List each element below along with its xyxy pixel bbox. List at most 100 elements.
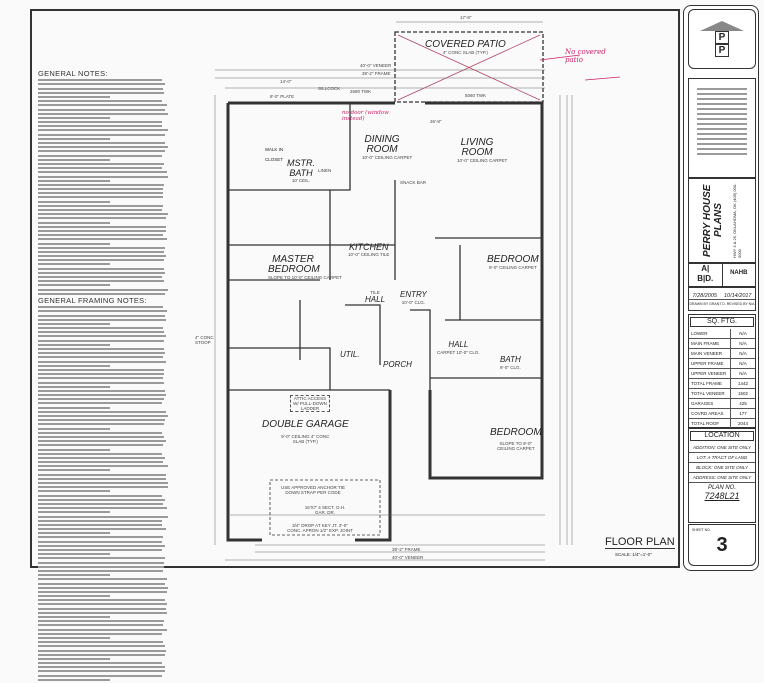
location-row: BLOCK: ONE SITE ONLY: [689, 463, 755, 473]
dim-top: 14'-0": [280, 79, 291, 84]
sillcock-note: SILLCOCK: [318, 86, 340, 91]
room-carpet-hall: HALLCARPET 10'-0" CLG.: [437, 340, 480, 355]
copyright-line: [697, 133, 747, 135]
dim-living: 26'-8": [430, 119, 441, 124]
sqft-label: TOTAL VENEER: [689, 389, 731, 398]
location-box: LOCATION ADDITION: ONE SITE ONLYLOT: A T…: [688, 428, 756, 523]
drawn-date: 7/28/2005: [693, 293, 717, 299]
note-line: [38, 650, 166, 652]
location-row: LOT: A TRACT OF LAND: [689, 453, 755, 463]
room-kitchen: KITCHEN10'-0" CEILING TILE: [348, 242, 389, 257]
sqft-value: N/A: [731, 371, 755, 376]
sqft-value: 177: [731, 411, 755, 416]
garage-door-note: 16'X7' 4 SECT. O.H. GAR. DR.: [300, 505, 350, 515]
note-line: [38, 624, 163, 626]
snack-bar-label: SNACK BAR: [400, 180, 426, 185]
sqft-value: 425: [731, 401, 755, 406]
sqft-row: LOWERN/A: [689, 329, 755, 339]
company-logo: P P: [688, 9, 756, 69]
markup-no-covered-patio: No covered patio: [565, 48, 620, 64]
room-master-bath: MSTR. BATH10' CEIL.: [283, 158, 319, 183]
sqft-row: UPPER VENEERN/A: [689, 369, 755, 379]
note-line: [38, 675, 162, 677]
sqft-value: 1502: [731, 391, 755, 396]
patio-width-dim: 17'-8": [460, 15, 471, 20]
association-logos: A|B|D. NAHB: [688, 263, 756, 287]
company-name: PERRY HOUSE PLANS: [702, 179, 728, 262]
sqft-label: GARAGES: [689, 399, 731, 408]
company-box: PERRY HOUSE PLANS HWY 3 & 25, OKLAHOMA, …: [688, 178, 756, 263]
sqft-row: TOTAL FRAME1442: [689, 379, 755, 389]
room-bath: BATH9'-0" CLG.: [500, 355, 521, 370]
location-row: ADDRESS: ONE SITE ONLY: [689, 473, 755, 483]
logo-letter: P: [715, 44, 729, 57]
copyright-line: [697, 148, 747, 150]
plan-number: 7248L21: [689, 491, 755, 501]
room-hall: TILEHALL: [365, 290, 385, 305]
note-line: [38, 679, 110, 681]
sqft-row: TOTAL VENEER1502: [689, 389, 755, 399]
drawn-by: DRAWN BY GRANT D.: [689, 302, 725, 306]
note-line: [38, 603, 167, 605]
copyright-line: [697, 108, 747, 110]
note-line: [38, 616, 110, 618]
revised-date: 10/14/2017: [724, 293, 752, 299]
sqft-value: 2044: [731, 421, 755, 426]
door-note: 2680 TWK: [350, 89, 371, 94]
company-address: HWY 3 & 25, OKLAHOMA, OK (405) 000-0000: [732, 183, 742, 258]
revised-by: REVISED BY N/A: [727, 302, 755, 306]
sqft-value: N/A: [731, 341, 755, 346]
note-line: [38, 633, 162, 635]
window-note: 5060 TWK: [465, 93, 486, 98]
abd-logo: A|B|D.: [689, 264, 723, 286]
copyright-line: [697, 88, 747, 90]
note-line: [38, 591, 167, 593]
title-block: P P PERRY HOUSE PLANS HWY 3 & 25, OKLAHO…: [683, 5, 759, 571]
floor-plan-scale: SCALE: 1/4"=1'-0": [615, 552, 652, 557]
sqft-label: MAIN FRAME: [689, 339, 731, 348]
strap-note: USE APPROVED ANCHOR TIE DOWN STRAP PER C…: [278, 485, 348, 495]
room-master-bedroom: MASTER BEDROOMSLOPE TO 10'-0" CEILING CA…: [268, 255, 342, 280]
copyright-line: [697, 118, 747, 120]
sqft-row: MAIN FRAMEN/A: [689, 339, 755, 349]
floor-plan-title: FLOOR PLAN: [605, 536, 675, 549]
note-line: [38, 637, 110, 639]
sqft-row: COVRD AREAS177: [689, 409, 755, 419]
sqft-row: UPPER FRAMEN/A: [689, 359, 755, 369]
location-row: ADDITION: ONE SITE ONLY: [689, 443, 755, 453]
room-entry: ENTRY10'-0" CLG.: [400, 290, 427, 305]
room-dining: DINING ROOM10'-0" CEILING CARPET: [362, 135, 412, 160]
copyright-line: [697, 103, 747, 105]
note-line: [38, 578, 167, 580]
markup-no-door: no door (window instead): [342, 110, 402, 122]
copyright-line: [697, 113, 747, 115]
sqft-value: 1442: [731, 381, 755, 386]
copyright-line: [697, 93, 747, 95]
note-line: [38, 595, 110, 597]
sqft-value: N/A: [731, 351, 755, 356]
copyright-line: [697, 98, 747, 100]
location-title: LOCATION: [690, 431, 754, 441]
sqft-value: N/A: [731, 361, 755, 366]
note-line: [38, 670, 165, 672]
bottom-veneer-dim: 40'-0" VENEER: [392, 555, 423, 560]
note-line: [38, 612, 167, 614]
sqft-row: GARAGES425: [689, 399, 755, 409]
note-line: [38, 662, 162, 664]
sqft-title: SQ. FTG.: [690, 317, 754, 327]
copyright-line: [697, 123, 747, 125]
sqft-label: COVRD AREAS: [689, 409, 731, 418]
copyright-notice: [688, 78, 756, 178]
note-line: [38, 620, 164, 622]
sqft-label: UPPER VENEER: [689, 369, 731, 378]
sqft-label: TOTAL FRAME: [689, 379, 731, 388]
nahb-logo: NAHB: [723, 264, 756, 286]
exterior-wall: [228, 103, 542, 540]
sqft-table: SQ. FTG. LOWERN/AMAIN FRAMEN/AMAIN VENEE…: [688, 314, 756, 428]
copyright-line: [697, 138, 747, 140]
linen-label: LINEN: [318, 168, 331, 173]
sqft-label: MAIN VENEER: [689, 349, 731, 358]
note-line: [38, 629, 167, 631]
plate-note: 8'-0" PLATE: [270, 94, 294, 99]
sqft-row: MAIN VENEERN/A: [689, 349, 755, 359]
